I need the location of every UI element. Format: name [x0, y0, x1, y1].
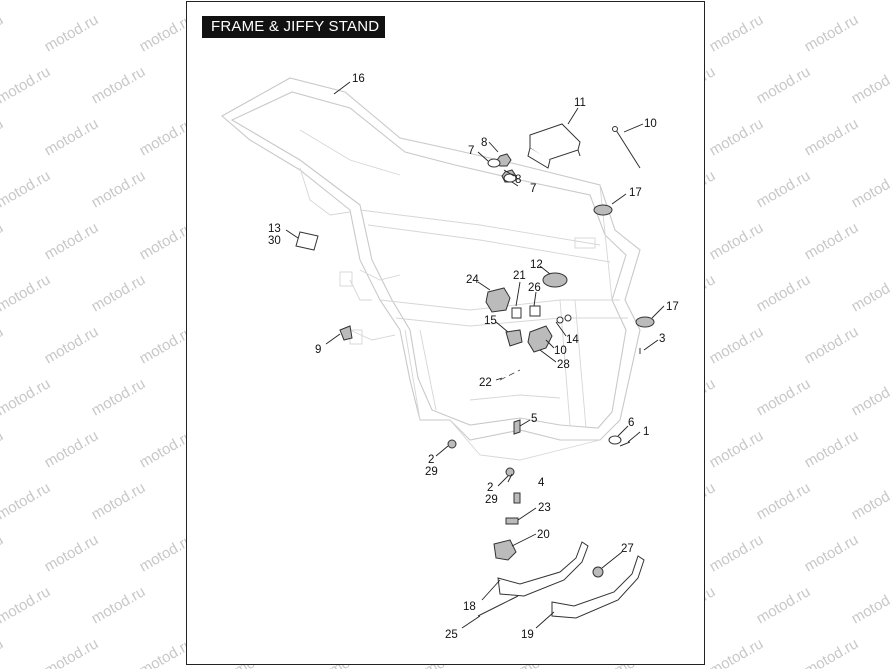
callout-29: 29 [425, 466, 438, 478]
part-23-spacer [505, 517, 519, 525]
callout-27: 27 [621, 543, 634, 555]
callout-14: 14 [566, 334, 579, 346]
callout-17: 17 [666, 301, 679, 313]
part-9-tab [339, 325, 353, 341]
callout-29: 29 [485, 494, 498, 506]
part-14-switch [527, 325, 553, 353]
part-24-block [485, 287, 511, 313]
part-26-clip [529, 305, 541, 317]
callout-26: 26 [528, 282, 541, 294]
part-19-jiffy-stand [551, 555, 645, 619]
part-5-bolt [513, 419, 521, 435]
part-21-sleeve [511, 307, 522, 319]
part-17-grommet [593, 204, 613, 216]
callout-19: 19 [521, 629, 534, 641]
part-20-bracket [493, 539, 517, 561]
part-18-jiffy-stand [497, 541, 589, 597]
diagram-title: FRAME & JIFFY STAND [202, 16, 385, 38]
callout-9: 9 [315, 344, 321, 356]
callout-8: 8 [481, 137, 487, 149]
callout-22: 22 [479, 377, 492, 389]
callout-8: 8 [515, 174, 521, 186]
callout-16: 16 [352, 73, 365, 85]
leader-lines [285, 81, 665, 629]
callout-21: 21 [513, 270, 526, 282]
callout-labels: 16 11 10 8 7 8 7 17 13 30 24 21 12 26 17… [268, 73, 679, 641]
callout-20: 20 [537, 529, 550, 541]
callout-13: 13 [268, 223, 281, 235]
part-1-pin [619, 441, 631, 447]
callout-28: 28 [557, 359, 570, 371]
callout-17: 17 [629, 187, 642, 199]
callout-2: 2 [428, 454, 434, 466]
callout-15: 15 [484, 315, 497, 327]
part-13-plate [295, 231, 319, 251]
callout-7: 7 [468, 145, 474, 157]
part-6-washer [608, 435, 622, 445]
parts [295, 123, 655, 619]
callout-5: 5 [531, 413, 537, 425]
callout-10: 10 [554, 345, 567, 357]
callout-25: 25 [445, 629, 458, 641]
callout-12: 12 [530, 259, 543, 271]
callout-6: 6 [628, 417, 634, 429]
part-12-cap [542, 272, 568, 288]
part-22-bolt [499, 369, 521, 381]
part-2-bushing [447, 439, 457, 449]
callout-1: 1 [643, 426, 649, 438]
callout-23: 23 [538, 502, 551, 514]
callout-2: 2 [487, 482, 493, 494]
callout-10: 10 [644, 118, 657, 130]
callout-11: 11 [574, 97, 586, 109]
part-25-spring [477, 595, 519, 617]
callout-3: 3 [659, 333, 665, 345]
callout-18: 18 [463, 601, 476, 613]
callout-24: 24 [466, 274, 479, 286]
part-10-rod [615, 129, 641, 169]
callout-7: 7 [530, 183, 536, 195]
callout-4: 4 [538, 477, 545, 489]
part-7-bushing [487, 158, 501, 168]
part-4-screw [513, 492, 521, 504]
callout-30: 30 [268, 235, 281, 247]
frame-outline [221, 77, 641, 461]
part-15-bracket [505, 329, 523, 347]
part-27-bumper [592, 566, 604, 578]
